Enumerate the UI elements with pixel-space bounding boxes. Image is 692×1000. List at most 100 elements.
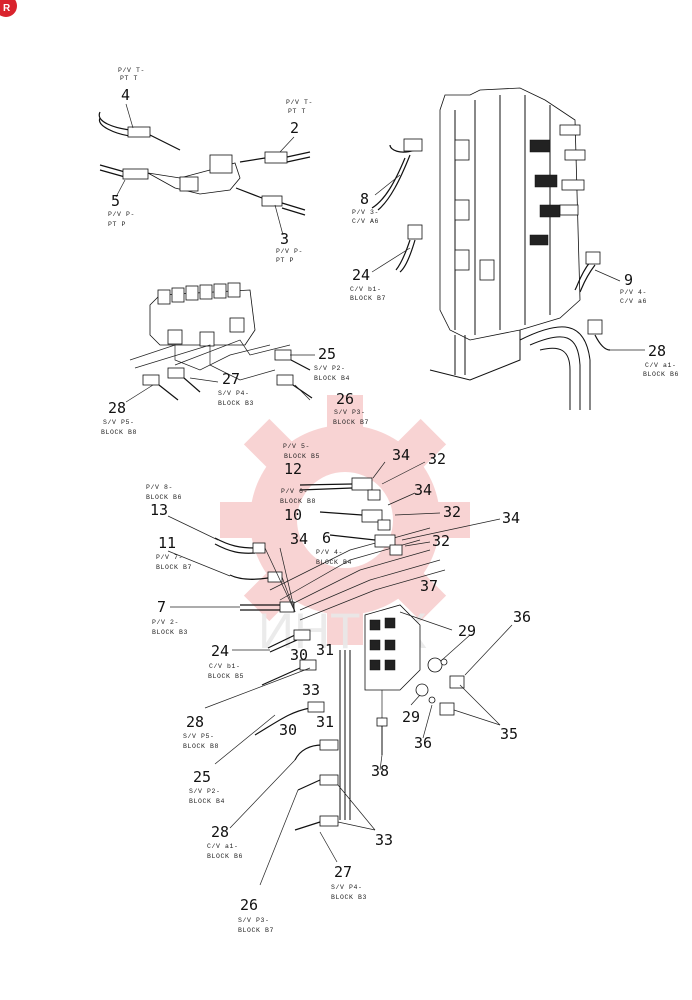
callout-27-low-number: 27 xyxy=(334,863,352,881)
callout-28-left-number: 28 xyxy=(108,399,126,417)
callout-25-mid-line-2: BLOCK B4 xyxy=(314,375,350,382)
callout-13-line-2: BLOCK B6 xyxy=(146,494,182,501)
callout-9: 9 P/V 4- C/V a6 xyxy=(620,271,647,305)
callout-8: 8 P/V 3- C/V A6 xyxy=(352,190,379,225)
callout-3-line-1: P/V P- xyxy=(276,248,303,255)
callout-2: P/V T- PT T 2 xyxy=(286,99,312,137)
callout-27-low-line-1: S/V P4- xyxy=(331,884,363,891)
callout-28-low-a: 28 S/V P5- BLOCK B8 xyxy=(183,713,219,750)
callout-13: P/V 8- BLOCK B6 13 xyxy=(146,484,182,519)
callout-9-line-2: C/V a6 xyxy=(620,298,647,305)
callout-6-line-1: P/V 4- xyxy=(316,549,343,556)
callout-25-low-line-2: BLOCK B4 xyxy=(189,798,225,805)
callout-4-number: 4 xyxy=(121,86,130,104)
part-number-30-b: 30 xyxy=(279,721,297,739)
part-number-37: 37 xyxy=(420,577,438,595)
callout-7: 7 P/V 2- BLOCK B3 xyxy=(152,598,188,636)
callout-12-number: 12 xyxy=(284,460,302,478)
callout-28-left: 28 S/V P5- BLOCK B8 xyxy=(101,399,137,436)
callout-3-number: 3 xyxy=(280,230,289,248)
callout-27-low-line-2: BLOCK B3 xyxy=(331,894,367,901)
part-number-31-b: 31 xyxy=(316,713,334,731)
callout-5-line-1: P/V P- xyxy=(108,211,135,218)
callout-labels: P/V T- PT T 4 P/V T- PT T 2 5 P/V P- PT … xyxy=(101,67,678,934)
callout-11: 11 P/V 7- BLOCK B7 xyxy=(156,534,192,571)
callout-26-mid-line-2: BLOCK B7 xyxy=(333,419,369,426)
callout-4-line-2: PT T xyxy=(120,75,138,82)
callout-25-mid-number: 25 xyxy=(318,345,336,363)
callout-7-number: 7 xyxy=(157,598,166,616)
callout-28-low-b-line-1: C/V a1- xyxy=(207,843,239,850)
callout-27-mid: 27 S/V P4- BLOCK B3 xyxy=(218,370,253,407)
callout-11-line-2: BLOCK B7 xyxy=(156,564,192,571)
part-number-34-d: 34 xyxy=(290,530,308,548)
callout-5-line-2: PT P xyxy=(108,221,126,228)
part-number-32-b: 32 xyxy=(443,503,461,521)
callout-6-line-2: BLOCK B4 xyxy=(316,559,352,566)
callout-28-right-number: 28 xyxy=(648,342,666,360)
callout-26-low-line-2: BLOCK B7 xyxy=(238,927,274,934)
callout-2-line-2: PT T xyxy=(288,108,306,115)
callout-28-right-line-1: C/V a1- xyxy=(645,362,677,369)
callout-4-line-1: P/V T- xyxy=(118,67,145,74)
callout-28-left-line-2: BLOCK B8 xyxy=(101,429,137,436)
callout-27-mid-line-1: S/V P4- xyxy=(218,390,250,397)
callout-24-low-line-2: BLOCK B5 xyxy=(208,673,244,680)
part-number-30-a: 30 xyxy=(290,646,308,664)
callout-24-top-line-1: C/V b1- xyxy=(350,286,382,293)
brand-logo-letter: R xyxy=(3,3,11,14)
callout-25-low-line-1: S/V P2- xyxy=(189,788,221,795)
callout-2-number: 2 xyxy=(290,119,299,137)
callout-13-line-1: P/V 8- xyxy=(146,484,173,491)
callout-9-line-1: P/V 4- xyxy=(620,289,647,296)
part-number-31-a: 31 xyxy=(316,641,334,659)
callout-9-number: 9 xyxy=(624,271,633,289)
callout-3: 3 P/V P- PT P xyxy=(276,230,303,264)
callout-11-line-1: P/V 7- xyxy=(156,554,183,561)
callout-28-low-b-line-2: BLOCK B6 xyxy=(207,853,243,860)
callout-28-low-a-line-2: BLOCK B8 xyxy=(183,743,219,750)
part-number-36-b: 36 xyxy=(414,734,432,752)
lower-distribution-block xyxy=(167,461,513,886)
callout-10-line-2: BLOCK B8 xyxy=(280,498,316,505)
callout-25-low-number: 25 xyxy=(193,768,211,786)
brand-logo: R xyxy=(0,0,17,17)
callout-7-line-2: BLOCK B3 xyxy=(152,629,188,636)
part-number-34-b: 34 xyxy=(414,481,432,499)
watermark-gear: ИНТЕХ xyxy=(220,395,470,659)
callout-26-low: 26 S/V P3- BLOCK B7 xyxy=(238,896,274,934)
callout-12: P/V 5- BLOCK B5 12 xyxy=(283,443,320,478)
callout-12-line-2: BLOCK B5 xyxy=(284,453,320,460)
callout-25-mid: 25 S/V P2- BLOCK B4 xyxy=(314,345,350,382)
callout-24-low: 24 C/V b1- BLOCK B5 xyxy=(208,642,244,680)
callout-11-number: 11 xyxy=(158,534,176,552)
part-number-33-b: 33 xyxy=(375,831,393,849)
part-number-38: 38 xyxy=(371,762,389,780)
callout-25-low: 25 S/V P2- BLOCK B4 xyxy=(189,768,225,805)
callout-26-mid-number: 26 xyxy=(336,390,354,408)
callout-6: 6 P/V 4- BLOCK B4 xyxy=(316,529,352,566)
callout-28-left-line-1: S/V P5- xyxy=(103,419,135,426)
callout-28-low-a-line-1: S/V P5- xyxy=(183,733,215,740)
part-number-32-c: 32 xyxy=(432,532,450,550)
callout-10-number: 10 xyxy=(284,506,302,524)
callout-24-low-line-1: C/V b1- xyxy=(209,663,241,670)
callout-26-mid: 26 S/V P3- BLOCK B7 xyxy=(333,390,369,426)
callout-10-line-1: P/V 6- xyxy=(281,488,308,495)
part-number-33-a: 33 xyxy=(302,681,320,699)
solenoid-valve-block xyxy=(125,282,315,403)
callout-26-mid-line-1: S/V P3- xyxy=(334,409,366,416)
callout-24-top-line-2: BLOCK B7 xyxy=(350,295,386,302)
callout-5: 5 P/V P- PT P xyxy=(108,192,135,228)
part-number-29-a: 29 xyxy=(458,622,476,640)
callout-24-top-number: 24 xyxy=(352,266,370,284)
part-number-32-a: 32 xyxy=(428,450,446,468)
callout-27-mid-number: 27 xyxy=(222,370,240,388)
callout-10: P/V 6- BLOCK B8 10 xyxy=(280,488,316,524)
callout-7-line-1: P/V 2- xyxy=(152,619,179,626)
callout-8-line-1: P/V 3- xyxy=(352,209,379,216)
callout-28-right: 28 C/V a1- BLOCK B6 xyxy=(643,342,678,378)
callout-4: P/V T- PT T 4 xyxy=(118,67,145,104)
callout-27-low: 27 S/V P4- BLOCK B3 xyxy=(331,863,367,901)
